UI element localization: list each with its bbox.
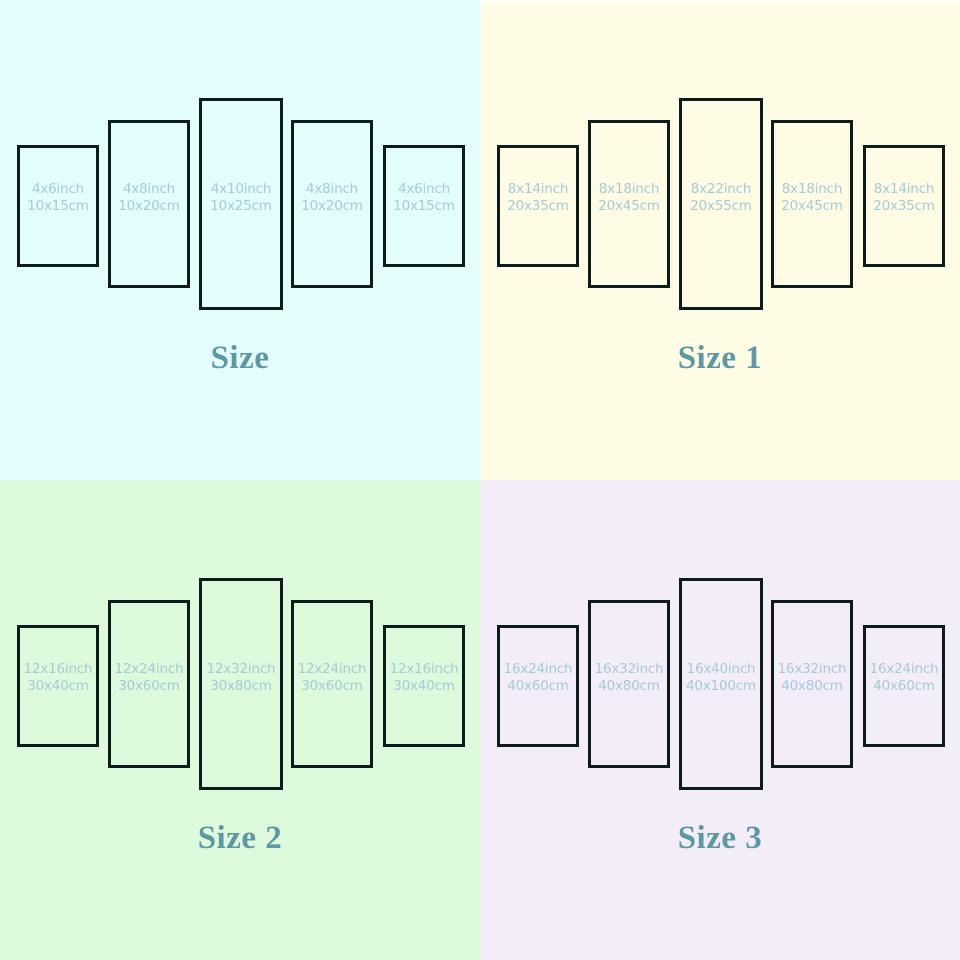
panel-size-inch: 16x24inch (869, 661, 939, 677)
size-option-panel-2[interactable]: 12x16inch 30x40cm 12x24inch 30x60cm 12x3… (0, 480, 480, 960)
panel-size-inch: 8x22inch (690, 181, 752, 197)
panel-size-cm: 30x60cm (118, 678, 180, 694)
canvas-panel: 16x32inch 40x80cm (588, 600, 670, 768)
panel-size-inch: 12x16inch (389, 661, 459, 677)
canvas-panel-group-0: 4x6inch 10x15cm 4x8inch 10x20cm 4x10inch… (0, 0, 480, 480)
panel-size-label: 12x24inch 30x60cm (294, 661, 370, 695)
canvas-panel: 12x24inch 30x60cm (108, 600, 190, 768)
canvas-panel: 4x6inch 10x15cm (17, 145, 99, 267)
panel-size-cm: 20x35cm (507, 198, 569, 214)
canvas-panel: 8x22inch 20x55cm (679, 98, 763, 310)
panel-size-label: 16x32inch 40x80cm (591, 661, 667, 695)
panel-size-cm: 10x20cm (301, 198, 363, 214)
panel-size-cm: 40x80cm (781, 678, 843, 694)
canvas-panel: 8x18inch 20x45cm (588, 120, 670, 288)
size-option-title: Size 2 (197, 820, 283, 856)
panel-size-inch: 12x24inch (114, 661, 184, 677)
panel-size-inch: 16x24inch (503, 661, 573, 677)
panel-size-label: 12x16inch 30x40cm (386, 661, 462, 695)
panel-size-cm: 20x45cm (598, 198, 660, 214)
panel-size-inch: 4x6inch (397, 181, 451, 197)
canvas-panel: 16x40inch 40x100cm (679, 578, 763, 790)
size-option-title: Size 3 (677, 820, 763, 856)
panel-size-label: 8x14inch 20x35cm (500, 181, 576, 215)
size-option-panel-1[interactable]: 8x14inch 20x35cm 8x18inch 20x45cm 8x22in… (480, 0, 960, 480)
size-option-title: Size (210, 340, 270, 376)
panel-size-inch: 4x6inch (31, 181, 85, 197)
panel-size-cm: 20x45cm (781, 198, 843, 214)
panel-size-cm: 30x80cm (210, 678, 272, 694)
canvas-panel: 4x8inch 10x20cm (291, 120, 373, 288)
panel-size-inch: 8x14inch (873, 181, 935, 197)
panel-size-cm: 30x40cm (393, 678, 455, 694)
panel-size-cm: 30x40cm (27, 678, 89, 694)
canvas-panel: 4x6inch 10x15cm (383, 145, 465, 267)
panel-size-inch: 16x32inch (594, 661, 664, 677)
panel-size-label: 8x18inch 20x45cm (774, 181, 850, 215)
panel-size-inch: 12x16inch (23, 661, 93, 677)
size-option-panel-3[interactable]: 16x24inch 40x60cm 16x32inch 40x80cm 16x4… (480, 480, 960, 960)
panel-size-label: 12x24inch 30x60cm (111, 661, 187, 695)
canvas-panel: 12x16inch 30x40cm (17, 625, 99, 747)
panel-size-label: 16x24inch 40x60cm (866, 661, 942, 695)
size-option-panel-0[interactable]: 4x6inch 10x15cm 4x8inch 10x20cm 4x10inch… (0, 0, 480, 480)
size-option-title: Size 1 (677, 340, 763, 376)
panel-size-inch: 8x14inch (507, 181, 569, 197)
panel-size-inch: 8x18inch (781, 181, 843, 197)
canvas-panel: 16x32inch 40x80cm (771, 600, 853, 768)
panel-size-cm: 10x15cm (393, 198, 455, 214)
panel-size-cm: 40x60cm (507, 678, 569, 694)
panel-size-label: 12x32inch 30x80cm (202, 661, 280, 695)
canvas-panel-group-3: 16x24inch 40x60cm 16x32inch 40x80cm 16x4… (480, 480, 960, 960)
panel-size-label: 4x6inch 10x15cm (386, 181, 462, 215)
panel-size-label: 16x32inch 40x80cm (774, 661, 850, 695)
canvas-panel: 4x8inch 10x20cm (108, 120, 190, 288)
panel-size-cm: 40x80cm (598, 678, 660, 694)
panel-size-cm: 20x35cm (873, 198, 935, 214)
panel-size-label: 12x16inch 30x40cm (20, 661, 96, 695)
panel-size-inch: 12x24inch (297, 661, 367, 677)
canvas-panel: 16x24inch 40x60cm (863, 625, 945, 747)
panel-size-label: 8x18inch 20x45cm (591, 181, 667, 215)
panel-size-inch: 8x18inch (598, 181, 660, 197)
canvas-panel: 16x24inch 40x60cm (497, 625, 579, 747)
panel-size-label: 4x8inch 10x20cm (294, 181, 370, 215)
panel-size-cm: 10x25cm (210, 198, 272, 214)
canvas-panel: 8x18inch 20x45cm (771, 120, 853, 288)
panel-size-label: 16x24inch 40x60cm (500, 661, 576, 695)
canvas-panel: 12x16inch 30x40cm (383, 625, 465, 747)
panel-size-label: 4x10inch 10x25cm (202, 181, 280, 215)
panel-size-inch: 4x8inch (305, 181, 359, 197)
panel-size-label: 8x22inch 20x55cm (682, 181, 760, 215)
canvas-panel: 8x14inch 20x35cm (497, 145, 579, 267)
panel-size-cm: 40x60cm (873, 678, 935, 694)
canvas-panel: 4x10inch 10x25cm (199, 98, 283, 310)
canvas-panel: 8x14inch 20x35cm (863, 145, 945, 267)
panel-size-inch: 12x32inch (206, 661, 276, 677)
panel-size-label: 8x14inch 20x35cm (866, 181, 942, 215)
panel-size-cm: 40x100cm (686, 678, 756, 694)
canvas-panel: 12x32inch 30x80cm (199, 578, 283, 790)
canvas-panel: 12x24inch 30x60cm (291, 600, 373, 768)
panel-size-inch: 16x32inch (777, 661, 847, 677)
panel-size-cm: 10x20cm (118, 198, 180, 214)
panel-size-cm: 10x15cm (27, 198, 89, 214)
panel-size-inch: 4x8inch (122, 181, 176, 197)
panel-size-label: 16x40inch 40x100cm (682, 661, 760, 695)
panel-size-cm: 20x55cm (690, 198, 752, 214)
canvas-panel-group-1: 8x14inch 20x35cm 8x18inch 20x45cm 8x22in… (480, 0, 960, 480)
panel-size-cm: 30x60cm (301, 678, 363, 694)
panel-size-label: 4x6inch 10x15cm (20, 181, 96, 215)
panel-size-inch: 4x10inch (210, 181, 272, 197)
canvas-panel-group-2: 12x16inch 30x40cm 12x24inch 30x60cm 12x3… (0, 480, 480, 960)
panel-size-inch: 16x40inch (686, 661, 756, 677)
panel-size-label: 4x8inch 10x20cm (111, 181, 187, 215)
